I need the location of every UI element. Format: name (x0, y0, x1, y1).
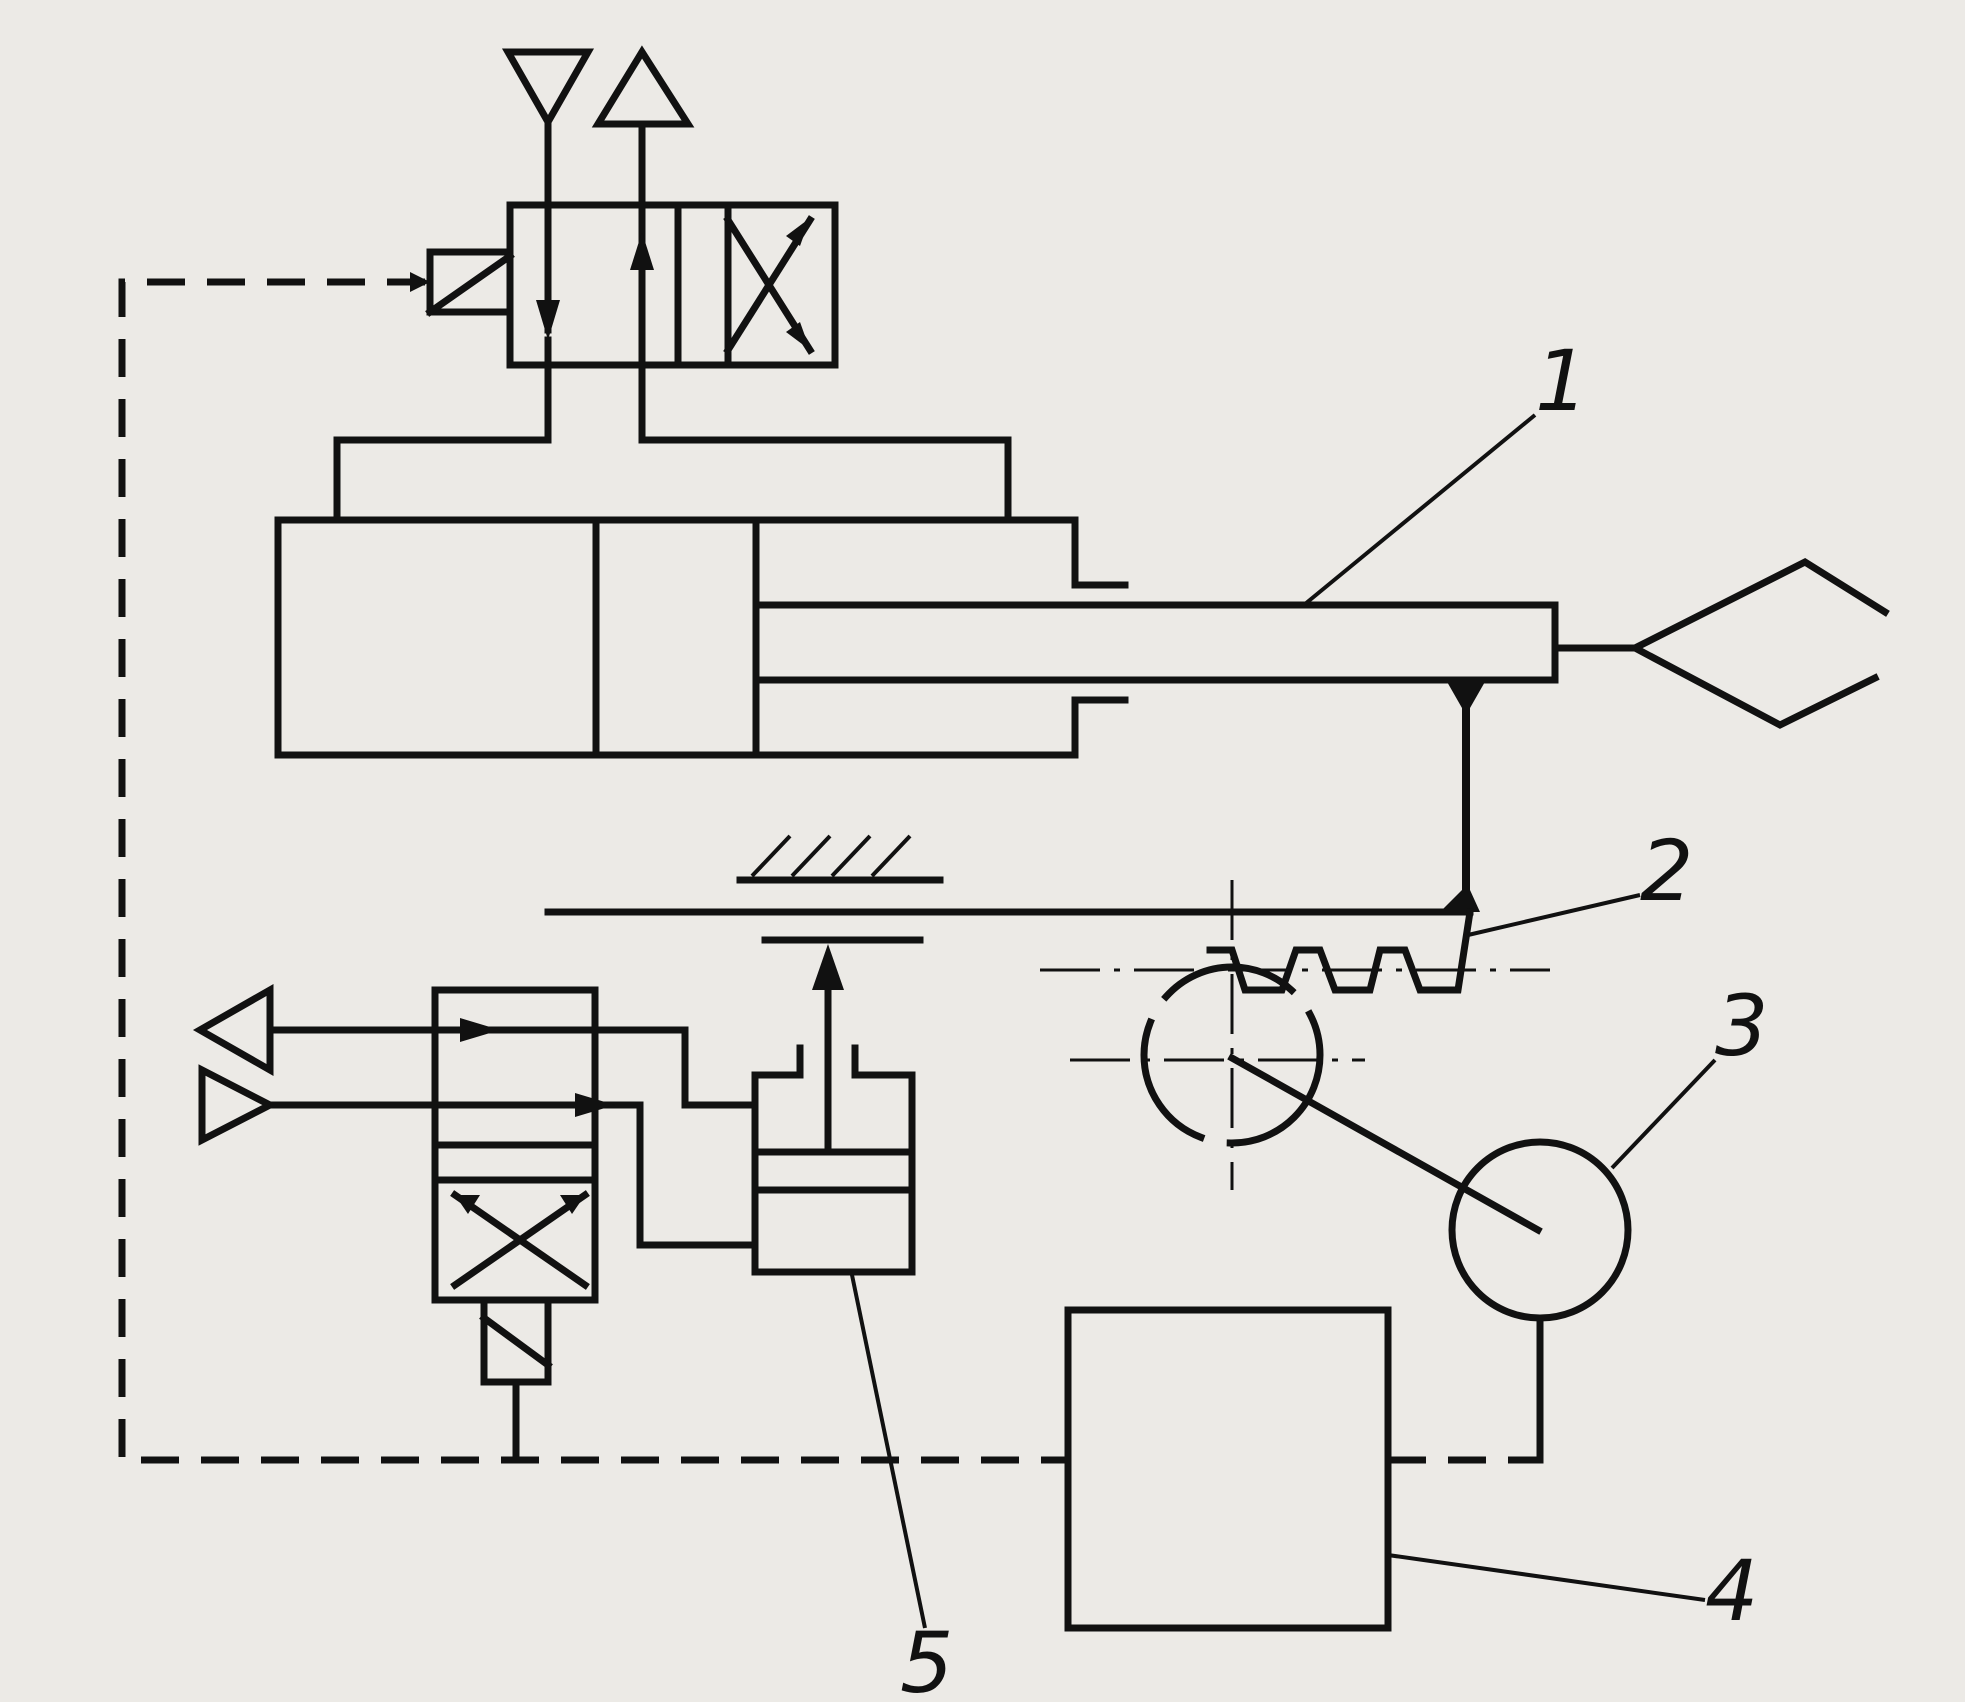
lower-return-symbol (192, 983, 689, 1077)
label-arm: 1 (1535, 332, 1588, 430)
control-unit (1064, 1306, 1392, 1632)
label-sensor: 3 (1715, 977, 1768, 1075)
label-brake-cylinder: 5 (900, 1614, 953, 1702)
lower-directional-valve (431, 986, 599, 1464)
top-directional-valve (425, 201, 839, 369)
leader-lines (850, 413, 1717, 1629)
lower-valve-lines (636, 1026, 759, 1249)
brake-pad (761, 936, 924, 1084)
top-valve-lines (333, 336, 1012, 519)
pinion-gear (1070, 880, 1543, 1235)
label-control-unit: 4 (1705, 1542, 1758, 1640)
label-rack: 2 (1640, 822, 1693, 920)
fixed-support (736, 834, 944, 884)
lower-supply-symbol (198, 1064, 644, 1146)
top-return-symbol (591, 45, 695, 444)
control-signal-lines (118, 272, 1544, 1464)
gripper (1551, 557, 1890, 729)
gear-rack (1040, 908, 1550, 994)
piston-rod-arm (544, 601, 1559, 916)
top-supply-symbol (501, 48, 595, 340)
main-cylinder (274, 516, 1129, 759)
brake-cylinder (751, 1044, 916, 1276)
